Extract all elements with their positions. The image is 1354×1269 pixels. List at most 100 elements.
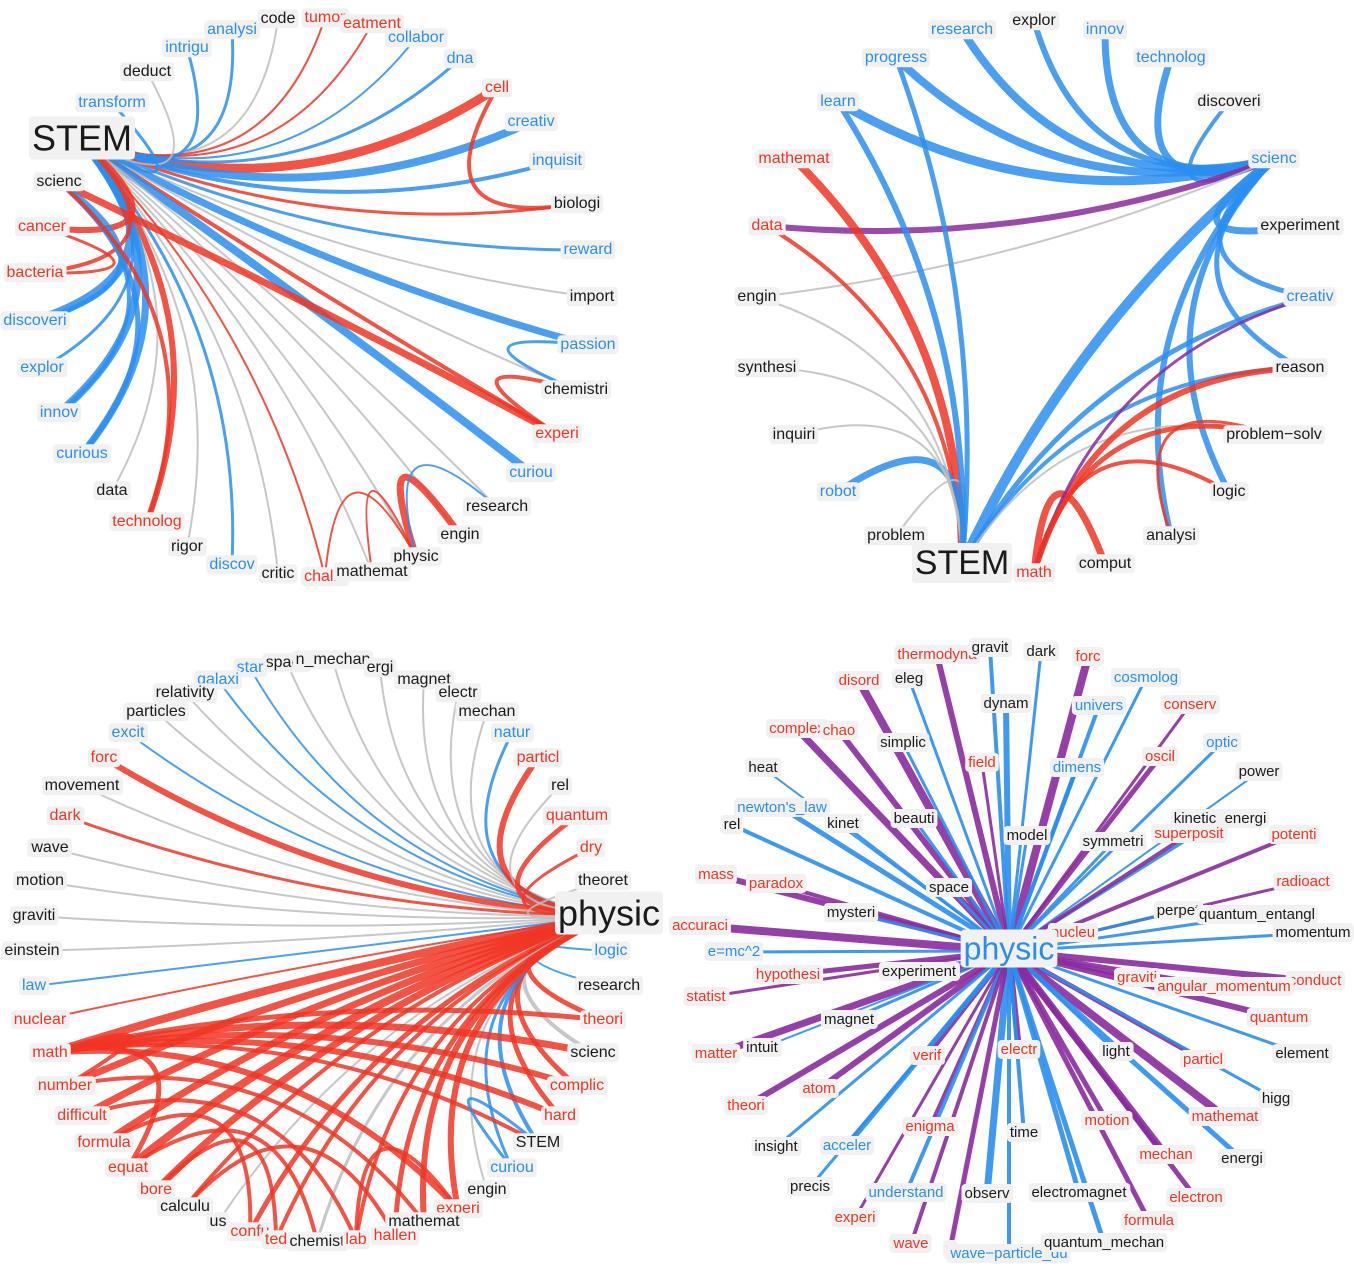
node-superposit-text: superposit — [1154, 825, 1224, 842]
node-enigma-background — [902, 1116, 959, 1136]
node-engin: engin — [437, 525, 483, 545]
node-engin-text: engin — [737, 288, 776, 305]
links — [699, 647, 1316, 1254]
node-theoret-background — [575, 871, 632, 891]
node-acceler: acceler — [819, 1135, 875, 1155]
node-hypothesi-background — [752, 964, 824, 984]
node-wave: wave — [889, 1233, 932, 1253]
node-cancer-text: cancer — [18, 218, 67, 235]
node-theori: theori — [724, 1095, 768, 1115]
node-symmetri-text: symmetri — [1083, 833, 1144, 850]
hub-stem: STEM — [28, 116, 136, 160]
node-kinet-text: kinet — [827, 815, 860, 832]
link-chemistri-passion — [506, 340, 590, 392]
node-beauti-background — [890, 808, 938, 828]
node-observ-background — [961, 1183, 1014, 1203]
node-experi-text: experi — [835, 1209, 876, 1226]
node-time-text: time — [1010, 1124, 1038, 1141]
node-scienc-background — [33, 172, 85, 192]
link-math-logic — [1032, 459, 1231, 575]
node-math: math — [1013, 563, 1055, 583]
node-reward-background — [560, 240, 616, 260]
node-theoret: theoret — [575, 871, 632, 891]
node-ted: ted — [261, 1230, 291, 1250]
hub-stem-background — [28, 116, 136, 160]
node-field-text: field — [968, 754, 996, 771]
node-robot: robot — [816, 482, 860, 502]
link-physic-formula — [1006, 949, 1152, 1223]
node-discoveri: discoveri — [0, 311, 70, 331]
node-formula: formula — [74, 1133, 134, 1153]
node-excit-background — [108, 723, 148, 743]
link-physic-accuraci — [699, 922, 1010, 955]
node-analysi-background — [1143, 526, 1199, 546]
node-angular-momentum-text: angular_momentum — [1157, 978, 1290, 995]
node-bore-background — [136, 1180, 176, 1200]
node-paradox: paradox — [745, 873, 807, 893]
node-chao-text: chao — [823, 722, 856, 739]
node-ergi-text: ergi — [367, 659, 394, 676]
node-hard: hard — [540, 1106, 580, 1126]
node-discoveri: discoveri — [1194, 92, 1264, 112]
node-comput-background — [1075, 554, 1135, 574]
link-stem-learn — [835, 99, 966, 568]
node-us: us — [206, 1212, 230, 1232]
node-mathemat-background — [333, 562, 412, 582]
node-eatment-text: eatment — [343, 15, 401, 32]
link-scienc-data — [764, 156, 1277, 234]
node-collabor: collabor — [384, 28, 448, 48]
node-nuclear-background — [10, 1010, 70, 1030]
node-kinetic-energi: kinetic_energi — [1170, 808, 1270, 828]
node-technolog-text: technolog — [1136, 49, 1205, 66]
node-perpet-background — [1153, 900, 1204, 920]
node-dark: dark — [46, 806, 85, 826]
node-perpet-text: perpet — [1157, 902, 1200, 919]
node-biologi-background — [550, 194, 604, 214]
node-problem-text: problem — [867, 527, 925, 544]
link-stem-inquisit — [80, 139, 559, 194]
node-accuraci-text: accuraci — [672, 917, 728, 934]
node-univers-background — [1071, 695, 1127, 715]
node-mass-text: mass — [698, 866, 734, 883]
node-statist-background — [683, 986, 730, 1006]
node-dimens: dimens — [1049, 757, 1105, 777]
node-quantum-text: quantum — [546, 807, 608, 824]
node-optic-background — [1203, 732, 1242, 752]
node-robot-background — [816, 482, 860, 502]
node-univers-text: univers — [1075, 697, 1123, 714]
node-logic: logic — [591, 941, 631, 961]
link-physic-challe — [324, 491, 417, 578]
link-scienc-experi — [55, 178, 561, 438]
link-cell-biologi — [467, 86, 579, 210]
node-analysi-text: analysi — [207, 21, 257, 38]
node-learn-background — [817, 92, 859, 112]
node-explor-background — [1009, 11, 1060, 31]
link-math-experi — [47, 1047, 461, 1212]
node-passion: passion — [557, 335, 619, 355]
link-stem-engin — [756, 296, 963, 566]
node-superposit: superposit — [1151, 823, 1228, 843]
node-space-text: space — [929, 879, 969, 896]
node-data-text: data — [751, 217, 782, 234]
node-logic-text: logic — [1213, 483, 1246, 500]
node-kinetic-energi-text: kinetic_energi — [1174, 810, 1267, 827]
node-stem: STEM — [512, 1133, 564, 1153]
node-chemistri-background — [540, 380, 612, 400]
node-complic-background — [546, 1076, 608, 1096]
node-observ-text: observ — [964, 1185, 1010, 1202]
node-hypothesi-text: hypothesi — [756, 966, 820, 983]
link-scienc-discoveri — [32, 179, 124, 324]
node-explor-text: explor — [20, 359, 64, 376]
node-complex-background — [766, 718, 829, 738]
node-transform-background — [75, 93, 149, 113]
node-cancer-background — [14, 217, 70, 237]
node-rigor-background — [167, 537, 207, 557]
node-conserv-background — [1160, 694, 1220, 714]
node-formula-text: formula — [77, 1134, 130, 1151]
node-experiment-text: experiment — [1260, 217, 1340, 234]
node-electr-background — [435, 683, 482, 703]
node-einstein-background — [1, 941, 63, 961]
node-higg: higg — [1258, 1088, 1294, 1108]
node-model-background — [1003, 825, 1051, 845]
node-higg-background — [1258, 1088, 1294, 1108]
